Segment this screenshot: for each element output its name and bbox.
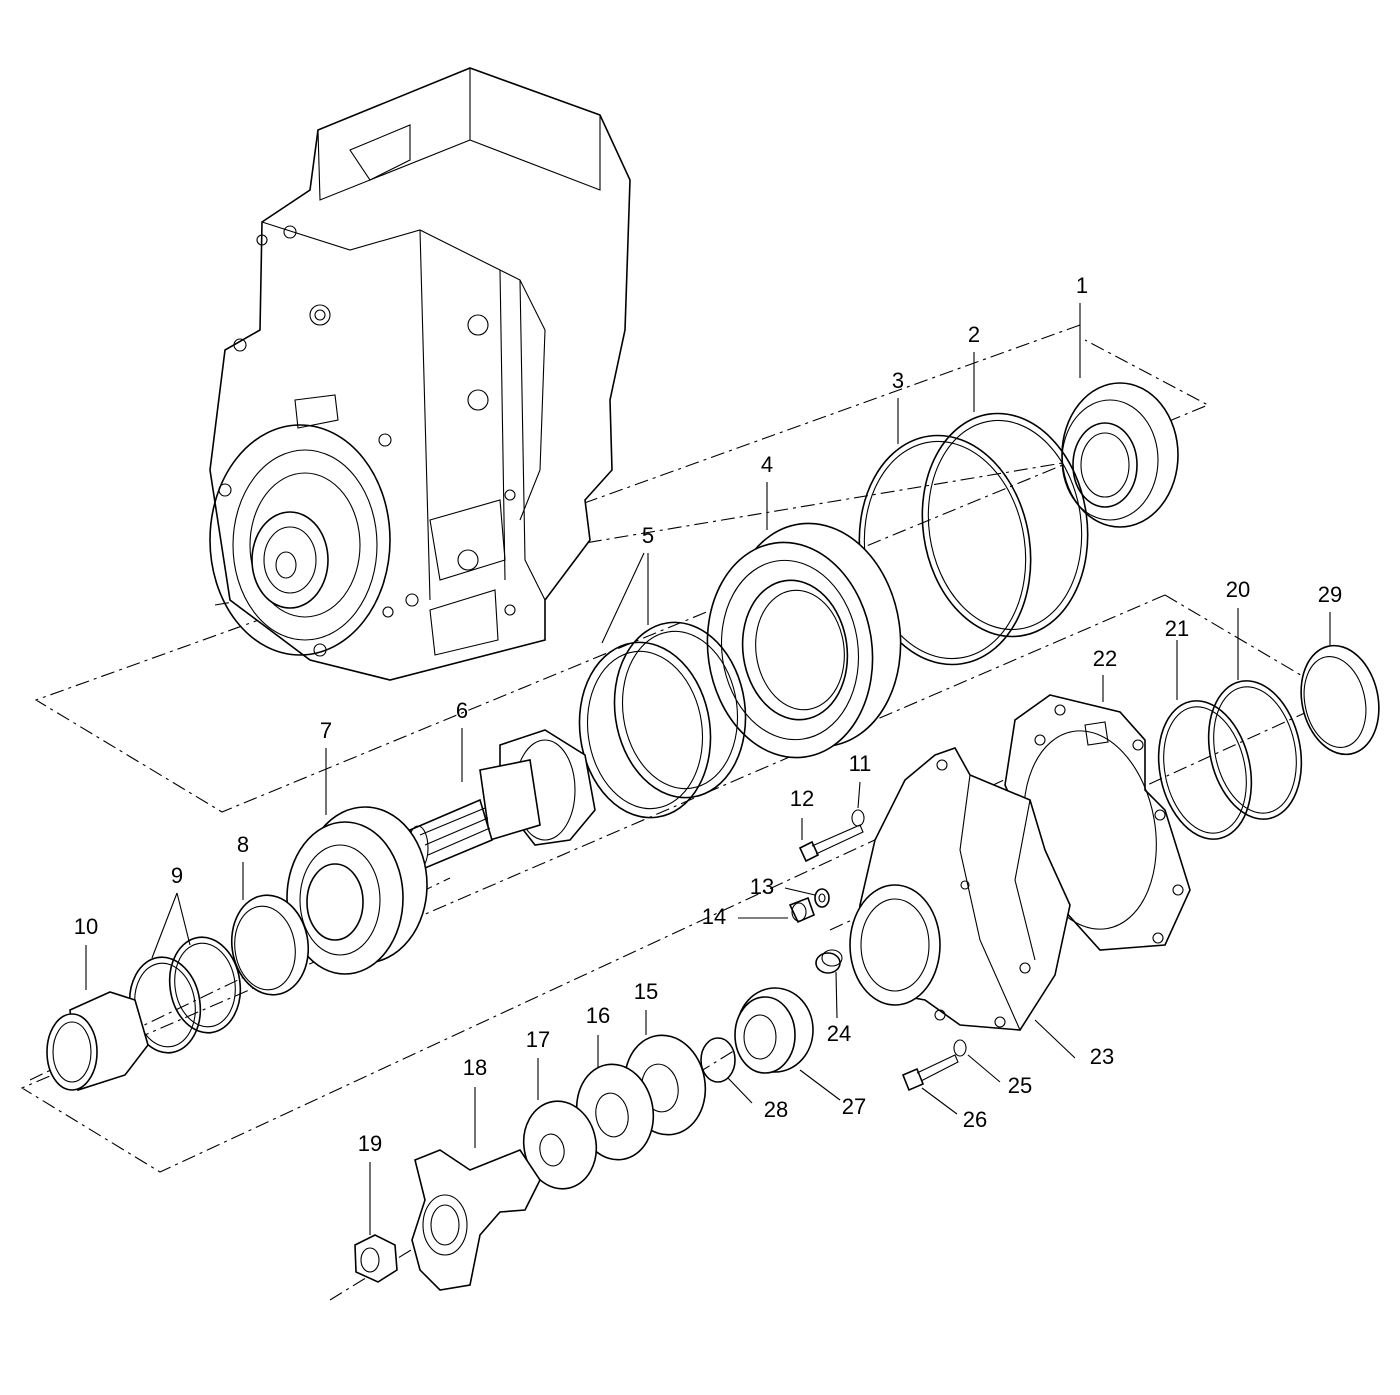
callout-13: 13	[750, 874, 774, 899]
part-2-seal-ring	[921, 412, 1089, 638]
callout-labels: 1 2 3 4 5 6 7 8 9 10 11 12 13 14 15 16 1…	[74, 273, 1342, 1156]
callout-15: 15	[634, 979, 658, 1004]
callout-17: 17	[526, 1027, 550, 1052]
part-11-washer	[851, 809, 865, 827]
callout-4: 4	[761, 452, 773, 477]
part-5-thrust-rings	[578, 621, 747, 819]
callout-2: 2	[968, 322, 980, 347]
callout-24: 24	[827, 1021, 851, 1046]
callout-21: 21	[1165, 616, 1189, 641]
assembly-boundary-lower	[20, 594, 1361, 1173]
callout-1: 1	[1076, 273, 1088, 298]
part-6-output-shaft	[399, 729, 596, 871]
callout-8: 8	[237, 832, 249, 857]
part-21-o-ring	[1157, 700, 1253, 840]
part-1-roller-bearing	[1061, 382, 1179, 528]
leader-lines	[85, 303, 1331, 1235]
callout-14: 14	[702, 904, 726, 929]
callout-29: 29	[1318, 582, 1342, 607]
callout-19: 19	[358, 1131, 382, 1156]
callout-6: 6	[456, 698, 468, 723]
callout-10: 10	[74, 914, 98, 939]
callout-22: 22	[1093, 646, 1117, 671]
part-17-washer	[522, 1100, 598, 1190]
part-19-nut	[354, 1234, 398, 1283]
callout-7: 7	[320, 718, 332, 743]
part-28-snap-ring	[700, 1037, 736, 1083]
part-23-output-housing	[849, 747, 1071, 1031]
part-14-plug	[788, 896, 816, 924]
callout-26: 26	[963, 1107, 987, 1132]
part-27-bearing	[734, 987, 814, 1074]
callout-27: 27	[842, 1094, 866, 1119]
callout-28: 28	[764, 1097, 788, 1122]
part-4-ball-bearing	[706, 522, 902, 759]
part-26-bolt	[901, 1054, 959, 1092]
part-9-shims	[128, 936, 242, 1054]
part-24-plug	[815, 949, 843, 974]
callout-12: 12	[790, 786, 814, 811]
callout-9: 9	[171, 863, 183, 888]
part-25-washer	[953, 1039, 967, 1057]
part-20-o-ring	[1207, 680, 1303, 820]
callout-18: 18	[463, 1055, 487, 1080]
callout-20: 20	[1226, 577, 1250, 602]
part-7-tapered-bearing	[286, 806, 428, 975]
callout-25: 25	[1008, 1073, 1032, 1098]
part-29-seal	[1300, 644, 1380, 756]
part-8-spacer	[230, 894, 310, 996]
transmission-housing	[209, 67, 631, 681]
part-18-flange-yoke	[411, 1149, 541, 1291]
callout-11: 11	[849, 751, 872, 776]
part-10-sleeve	[46, 991, 149, 1092]
callout-23: 23	[1090, 1044, 1114, 1069]
part-12-bolt	[798, 824, 864, 863]
part-13-washer	[814, 888, 830, 908]
callout-3: 3	[892, 368, 904, 393]
callout-16: 16	[586, 1003, 610, 1028]
callout-5: 5	[642, 523, 654, 548]
